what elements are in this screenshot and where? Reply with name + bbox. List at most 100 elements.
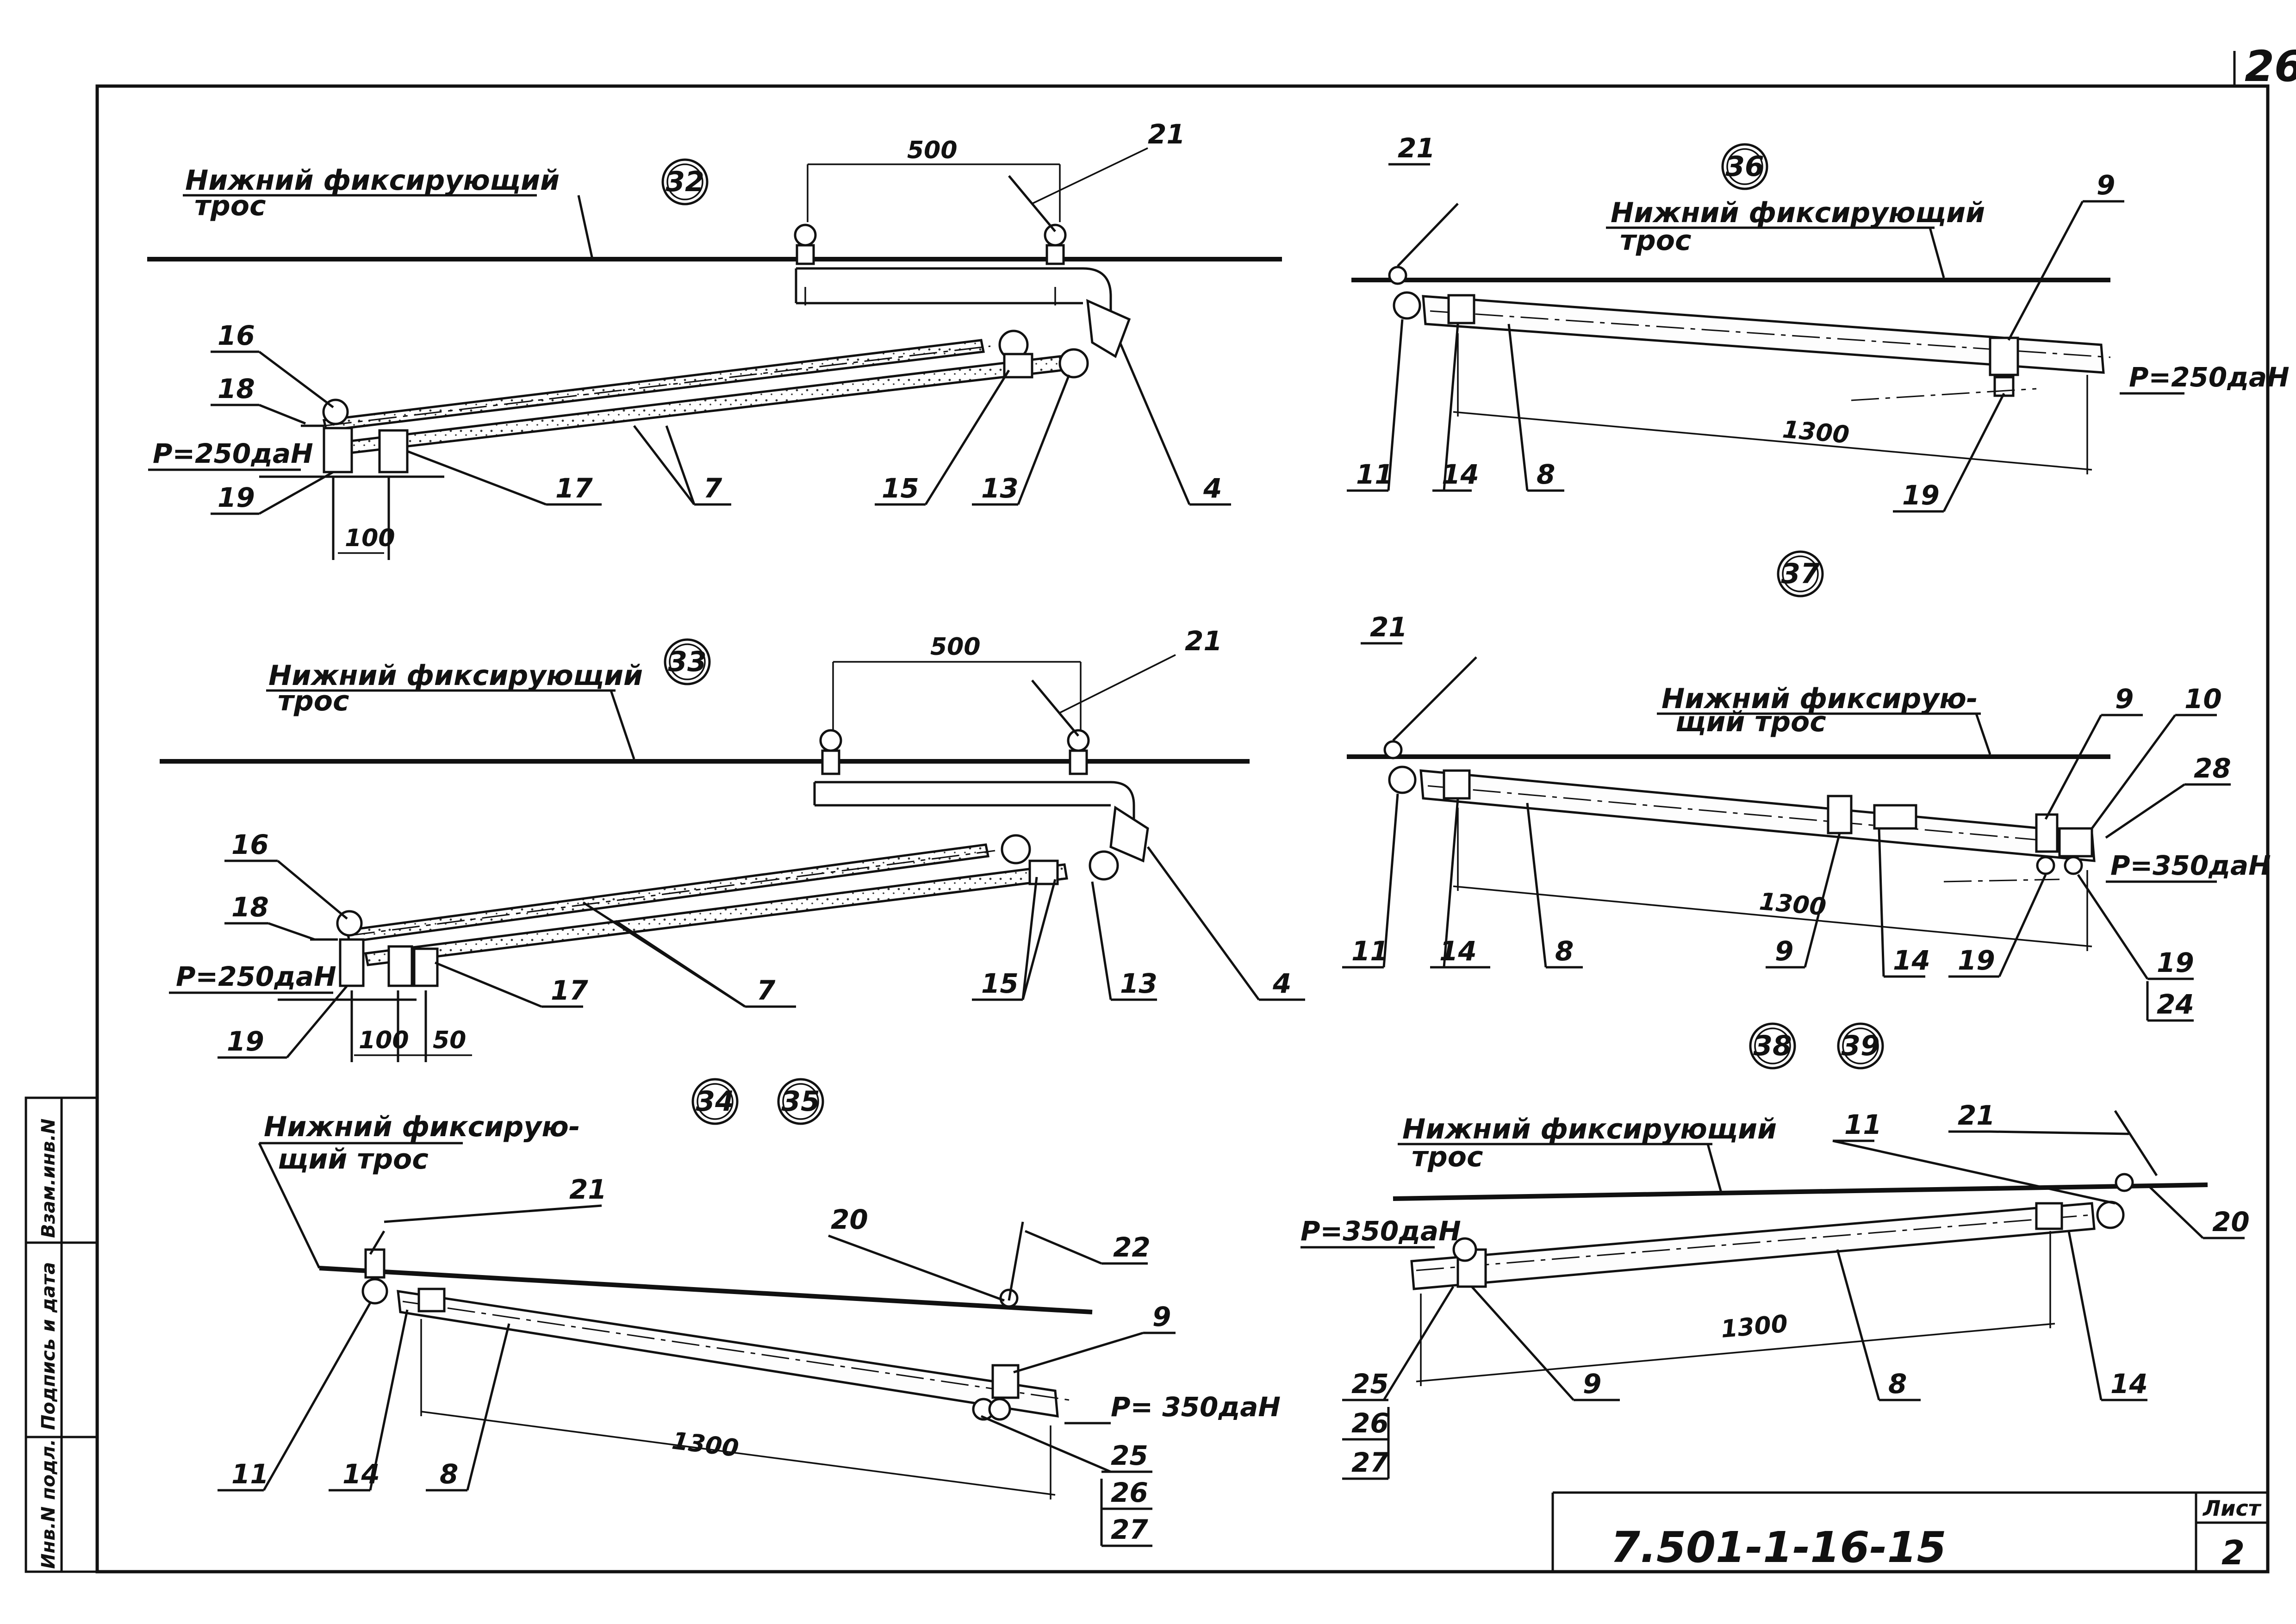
callout-21-34: 21 bbox=[569, 1174, 607, 1205]
cable-label-37-l1: Нижний фиксирую- bbox=[1661, 683, 1978, 715]
callout-4-32: 4 bbox=[1203, 473, 1222, 504]
callout-27-38: 27 bbox=[1351, 1447, 1389, 1478]
callout-17-32: 17 bbox=[555, 473, 593, 504]
dim-100-32: 100 bbox=[345, 524, 395, 552]
diagram-36: 36 Нижний фиксирующий трос 1300 P=250даН… bbox=[1347, 132, 2290, 513]
callout-11-37: 11 bbox=[1351, 935, 1389, 967]
cable-label-37-l2: щий трос bbox=[1675, 706, 1826, 738]
callout-21-38: 21 bbox=[1958, 1100, 1995, 1131]
cable-label-32-l1: Нижний фиксирующий bbox=[185, 164, 560, 197]
dim-1300-36: 1300 bbox=[1781, 416, 1850, 449]
diagram-33-number: 33 bbox=[668, 646, 707, 678]
callout-19-33: 19 bbox=[227, 1026, 264, 1057]
callout-9-34: 9 bbox=[1152, 1301, 1171, 1332]
callout-18-32: 18 bbox=[218, 373, 255, 404]
cable-label-38-l1: Нижний фиксирующий bbox=[1402, 1113, 1777, 1145]
callout-11-36: 11 bbox=[1356, 459, 1394, 490]
callout-19-36: 19 bbox=[1902, 479, 1940, 511]
cable-label-38-l2: трос bbox=[1412, 1141, 1483, 1173]
cable-label-33-l1: Нижний фиксирующий bbox=[268, 660, 643, 692]
diagram-32-number: 32 bbox=[666, 166, 704, 198]
bracket-32 bbox=[796, 267, 1112, 315]
callout-14-38: 14 bbox=[2110, 1368, 2148, 1400]
diagram-37: 37 Нижний фиксирую- щий трос 1300 P=350д… bbox=[1342, 550, 2271, 1022]
diagram-33: 33 Нижний фиксирующий трос 500 21 bbox=[160, 625, 1305, 1062]
drawing-code: 7.501-1-16-15 bbox=[1611, 1523, 1947, 1572]
callout-21-33: 21 bbox=[1185, 625, 1222, 657]
side-approval-block: Инв.N подл. Подпись и дата Взам.инв.N bbox=[25, 1096, 99, 1573]
callout-9b-37: 9 bbox=[1775, 935, 1793, 967]
callout-8-34: 8 bbox=[440, 1458, 458, 1490]
side-sign-label: Подпись и дата bbox=[38, 1262, 59, 1430]
diagram-34-35: 34 35 Нижний фиксирую- щий трос 1300 P= … bbox=[218, 1078, 1281, 1547]
dim-500-33: 500 bbox=[930, 633, 981, 661]
callout-8-36: 8 bbox=[1537, 459, 1555, 490]
callout-18-33: 18 bbox=[231, 891, 269, 923]
callout-15-33: 15 bbox=[981, 968, 1019, 999]
callout-13-33: 13 bbox=[1120, 968, 1157, 999]
callout-9-38: 9 bbox=[1583, 1368, 1601, 1400]
page-number: 26 bbox=[2245, 42, 2296, 91]
dim-1300-38: 1300 bbox=[1720, 1310, 1789, 1344]
callout-10-37: 10 bbox=[2184, 683, 2222, 715]
diagram-39-number: 39 bbox=[1841, 1030, 1880, 1062]
callout-24-37: 24 bbox=[2157, 989, 2194, 1020]
callout-13-32: 13 bbox=[981, 473, 1019, 504]
callout-19-32: 19 bbox=[218, 482, 255, 513]
diagram-34-number: 34 bbox=[696, 1085, 734, 1118]
diagram-38-39: 38 39 Нижний фиксирующий трос 1300 P=350… bbox=[1300, 1022, 2250, 1480]
callout-28-37: 28 bbox=[2194, 753, 2231, 784]
callout-9-37: 9 bbox=[2115, 683, 2134, 715]
sheet-label: Лист bbox=[2202, 1496, 2262, 1521]
load-38: P=350даН bbox=[1300, 1215, 1461, 1247]
side-inv-label: Инв.N подл. bbox=[38, 1439, 59, 1569]
dim-50-33: 50 bbox=[433, 1027, 466, 1054]
cable-label-34-l2: щий трос bbox=[278, 1143, 429, 1176]
title-block: 7.501-1-16-15 Лист 2 bbox=[1551, 1491, 2268, 1572]
callout-19b-37: 19 bbox=[2157, 947, 2194, 978]
callout-14-36: 14 bbox=[1442, 459, 1479, 490]
callout-25-38: 25 bbox=[1351, 1368, 1389, 1400]
callout-15-32: 15 bbox=[882, 473, 919, 504]
callout-21-37: 21 bbox=[1370, 611, 1407, 643]
load-32: P=250даН bbox=[153, 438, 313, 469]
diagram-32: 32 Нижний фиксирующий трос 500 21 bbox=[147, 118, 1282, 560]
callout-8-37: 8 bbox=[1555, 935, 1574, 967]
callout-11-38: 11 bbox=[1844, 1109, 1882, 1140]
load-36: P=250даН bbox=[2129, 361, 2290, 393]
load-33: P=250даН bbox=[176, 961, 336, 992]
callout-16-33: 16 bbox=[231, 829, 269, 860]
load-37: P=350даН bbox=[2110, 850, 2271, 881]
callout-9-36: 9 bbox=[2097, 169, 2115, 201]
diagram-38-number: 38 bbox=[1753, 1030, 1792, 1062]
callout-21-36: 21 bbox=[1398, 132, 1435, 164]
dim-500-32: 500 bbox=[907, 137, 958, 164]
dim-1300-34: 1300 bbox=[670, 1427, 740, 1462]
callout-27-34: 27 bbox=[1111, 1514, 1148, 1545]
cable-label-33-l2: трос bbox=[278, 685, 349, 717]
cable-label-36-l1: Нижний фиксирующий bbox=[1611, 197, 1985, 229]
dim-100-33: 100 bbox=[359, 1027, 409, 1054]
callout-7-33: 7 bbox=[757, 975, 776, 1006]
load-34: P= 350даН bbox=[1111, 1391, 1281, 1423]
callout-16-32: 16 bbox=[218, 320, 255, 351]
callout-25-34: 25 bbox=[1111, 1440, 1148, 1471]
callout-7-32: 7 bbox=[703, 473, 722, 504]
cable-label-36-l2: трос bbox=[1620, 224, 1692, 257]
callout-11-34: 11 bbox=[231, 1458, 269, 1490]
diagram-35-number: 35 bbox=[781, 1085, 820, 1118]
callout-17-33: 17 bbox=[551, 975, 588, 1006]
diagram-36-number: 36 bbox=[1725, 150, 1764, 183]
sheet-number: 2 bbox=[2221, 1533, 2245, 1572]
callout-21-32: 21 bbox=[1148, 118, 1185, 150]
part-4-32 bbox=[1086, 299, 1131, 358]
cable-label-34-l1: Нижний фиксирую- bbox=[264, 1111, 580, 1143]
callout-26-38: 26 bbox=[1351, 1407, 1389, 1439]
callout-22-34: 22 bbox=[1113, 1232, 1151, 1263]
drawing-frame bbox=[95, 51, 2270, 1574]
cable-label-32-l2: трос bbox=[194, 190, 266, 222]
diagram-32-marker bbox=[661, 158, 709, 205]
diagram-37-number: 37 bbox=[1781, 558, 1820, 590]
callout-20-34: 20 bbox=[831, 1204, 868, 1235]
